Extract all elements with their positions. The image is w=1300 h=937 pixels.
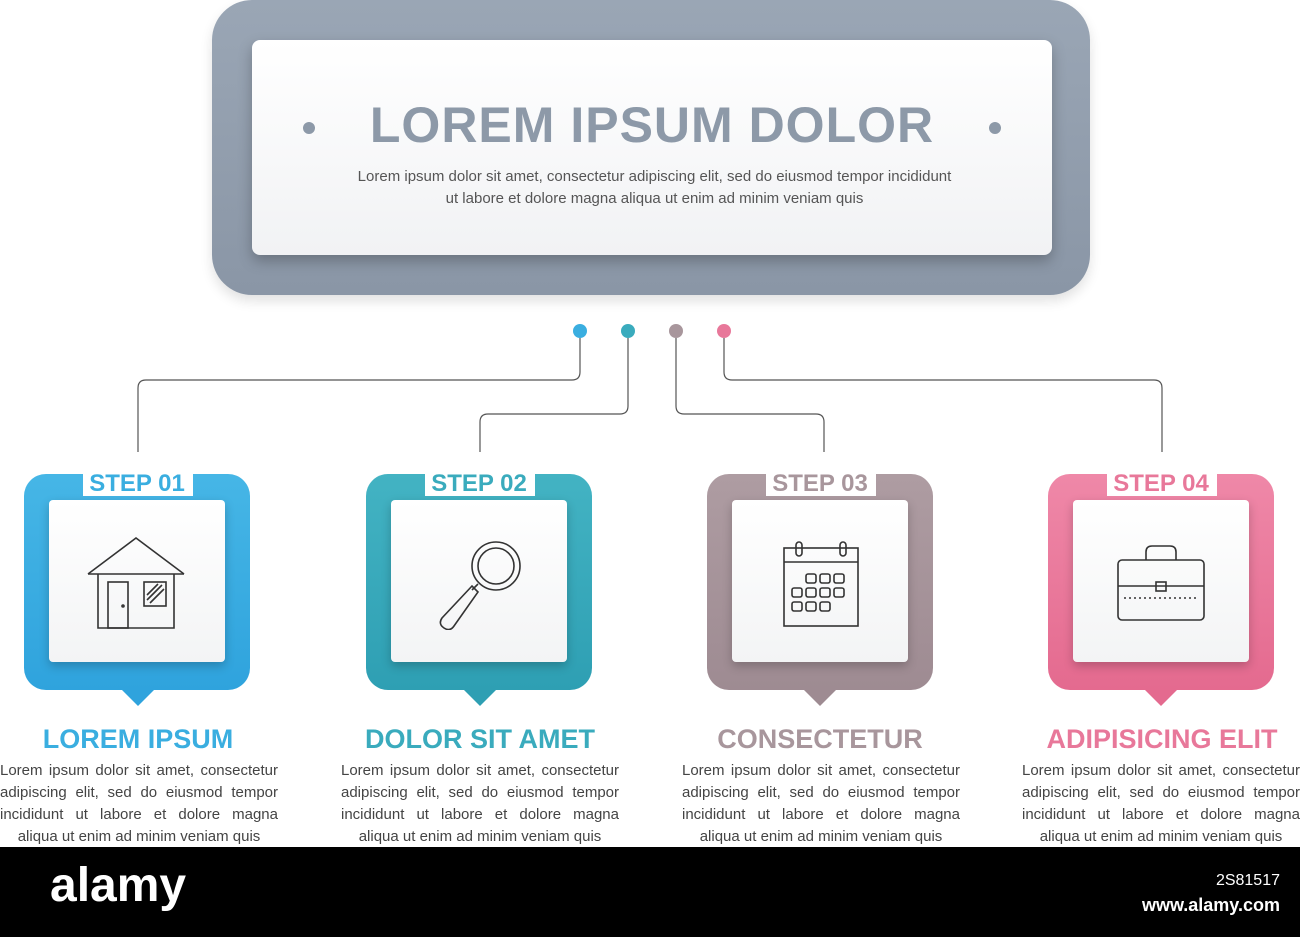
connector-line-4 (723, 338, 1163, 452)
image-id: 2S81517 (1215, 872, 1280, 889)
step-1-notch (83, 462, 193, 496)
step-3-text: Lorem ipsum dolor sit amet, consectetur … (682, 762, 960, 845)
step-4-notch (1107, 462, 1217, 496)
step-1-title: LOREM IPSUM (42, 724, 234, 754)
step-4-pointer (1143, 688, 1179, 706)
step-2-pointer (462, 688, 498, 706)
header-text: Lorem ipsum dolor sit amet, consectetur … (357, 168, 952, 207)
step-4-text: Lorem ipsum dolor sit amet, consectetur … (1022, 762, 1300, 845)
calendar-icon (783, 541, 859, 627)
header-bullet-right (989, 122, 1001, 134)
connector-line-2 (479, 338, 629, 452)
alamy-logo: alamy (50, 859, 187, 912)
magnifier-icon (439, 541, 521, 630)
connector-dot-2 (621, 324, 635, 338)
step-4-card (1073, 500, 1249, 662)
step-1-text: Lorem ipsum dolor sit amet, consectetur … (0, 762, 278, 845)
step-3-title: CONSECTETUR (717, 724, 923, 754)
connector-dot-3 (669, 324, 683, 338)
step-1-card (49, 500, 225, 662)
connector-lines (137, 338, 1163, 452)
step-2-title: DOLOR SIT AMET (365, 724, 595, 754)
house-icon (87, 537, 185, 629)
step-2-notch (425, 462, 535, 496)
step-1-pointer (120, 688, 156, 706)
step-3-pointer (802, 688, 838, 706)
header-title: LOREM IPSUM DOLOR (369, 97, 935, 153)
header-bullet-left (303, 122, 315, 134)
watermark-bar (0, 847, 1300, 937)
step-2-card (391, 500, 567, 662)
step-2-text: Lorem ipsum dolor sit amet, consectetur … (341, 762, 619, 845)
connector-dot-1 (573, 324, 587, 338)
watermark-url: www.alamy.com (1141, 895, 1280, 915)
step-3-notch (766, 462, 876, 496)
step-2-label: STEP 02 (431, 470, 527, 497)
briefcase-icon (1117, 545, 1205, 621)
connector-line-1 (137, 338, 581, 452)
step-3-label: STEP 03 (772, 470, 868, 497)
step-4-label: STEP 04 (1113, 470, 1209, 497)
connector-line-3 (675, 338, 825, 452)
step-4-title: ADIPISICING ELIT (1046, 724, 1278, 754)
header-card (252, 40, 1052, 255)
step-1-label: STEP 01 (89, 470, 185, 497)
connector-dot-4 (717, 324, 731, 338)
